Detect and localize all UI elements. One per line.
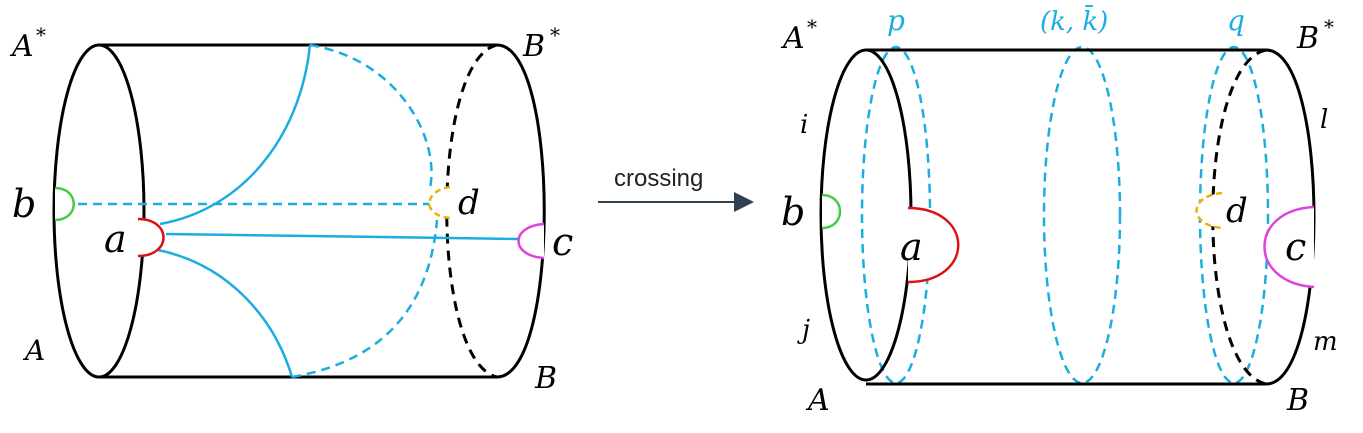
right-label-a-star-sup: * — [807, 15, 817, 39]
left-label-a-star-sup: * — [36, 23, 46, 47]
crossing-arrow-label: crossing — [614, 165, 703, 192]
left-label-a: a — [104, 217, 127, 261]
right-label-j: j — [797, 315, 810, 345]
left-blue-curve-upper-dashed — [309, 43, 433, 189]
right-label-c: c — [1285, 225, 1306, 269]
left-blue-curve-a-c — [165, 232, 521, 241]
right-label-i: i — [800, 110, 808, 140]
right-puncture-c — [1263, 205, 1315, 289]
left-cylinder-right-end-back — [445, 43, 498, 379]
left-blue-curve-lower-dashed — [291, 219, 439, 379]
left-label-a-bottom: A — [22, 334, 45, 367]
right-label-b: b — [781, 190, 805, 234]
left-label-b-star: B — [522, 29, 545, 64]
right-label-q: q — [1227, 4, 1245, 37]
right-label-d: d — [1226, 191, 1248, 231]
left-blue-curve-upper-solid — [159, 44, 312, 226]
right-puncture-a — [907, 206, 960, 284]
right-loop-kk — [1042, 45, 1122, 385]
left-label-b-star-sup: * — [550, 23, 560, 47]
left-label-b-bottom: B — [534, 361, 557, 396]
left-puncture-d — [428, 185, 451, 220]
left-label-a-star: A — [9, 29, 34, 64]
left-cylinder: A * B * A B b a d c — [9, 23, 573, 396]
right-label-a: a — [900, 225, 923, 269]
right-label-m: m — [1313, 327, 1338, 357]
right-label-b-star-sup: * — [1324, 15, 1334, 39]
crossing-arrow: crossing — [598, 165, 754, 212]
right-label-a-bottom: A — [805, 383, 830, 418]
right-label-b-star: B — [1296, 21, 1319, 56]
left-label-c: c — [552, 220, 573, 264]
left-puncture-b — [54, 186, 75, 222]
left-cylinder-right-end-front — [496, 43, 546, 379]
right-label-b-bottom: B — [1286, 383, 1309, 418]
right-puncture-b — [821, 193, 842, 230]
left-blue-curve-lower-solid — [157, 248, 294, 378]
right-label-kk: (k, k̄) — [1040, 4, 1108, 37]
right-puncture-d — [1195, 191, 1223, 230]
right-label-l: l — [1320, 105, 1328, 135]
right-label-p: p — [887, 4, 905, 37]
left-label-b: b — [12, 182, 36, 226]
left-puncture-c — [517, 222, 545, 260]
left-puncture-a — [137, 217, 165, 258]
right-cylinder: A * B * A B i j l m p (k, k̄) q b a d c — [780, 4, 1338, 418]
left-label-d: d — [458, 183, 480, 223]
right-label-a-star: A — [780, 21, 805, 56]
